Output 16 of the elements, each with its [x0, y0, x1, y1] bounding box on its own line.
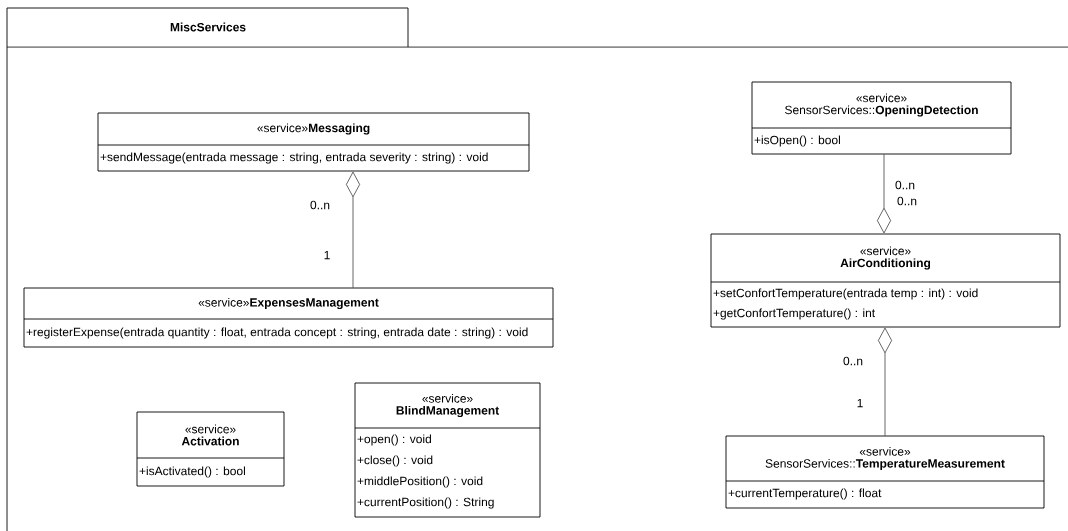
aggregation-line	[878, 327, 892, 436]
aggregation-line	[877, 154, 891, 234]
class-box: «service» BlindManagement +open() : void +close() : void +middlePosition() : void +currentPosition() : String	[354, 382, 541, 518]
multiplicity-label: 0..n	[897, 196, 917, 206]
multiplicity-label: 0..n	[843, 356, 863, 366]
class-box: «service»Messaging +sendMessage(entrada message : string, entrada severity : string) : void	[97, 112, 530, 172]
class-box: «service»ExpensesManagement +registerExpense(entrada quantity : float, entrada concept : string, entrada date : string) : void	[23, 287, 554, 348]
class-box: «service» SensorServices::OpeningDetection +isOpen() : bool	[751, 81, 1012, 155]
multiplicity-label: 1	[857, 398, 863, 408]
class-box: «service» SensorServices::TemperatureMeasurement +currentTemperature() : float	[725, 435, 1045, 509]
multiplicity-label: 1	[324, 250, 330, 260]
class-box: «service» AirConditioning +setConfortTemperature(entrada temp : int) : void +getConfortTemperature() : int	[710, 233, 1061, 328]
aggregation-line	[346, 171, 360, 288]
class-box: «service» Activation +isActivated() : bool	[136, 411, 285, 487]
multiplicity-label: 0..n	[895, 180, 915, 190]
multiplicity-label: 0..n	[310, 200, 330, 210]
